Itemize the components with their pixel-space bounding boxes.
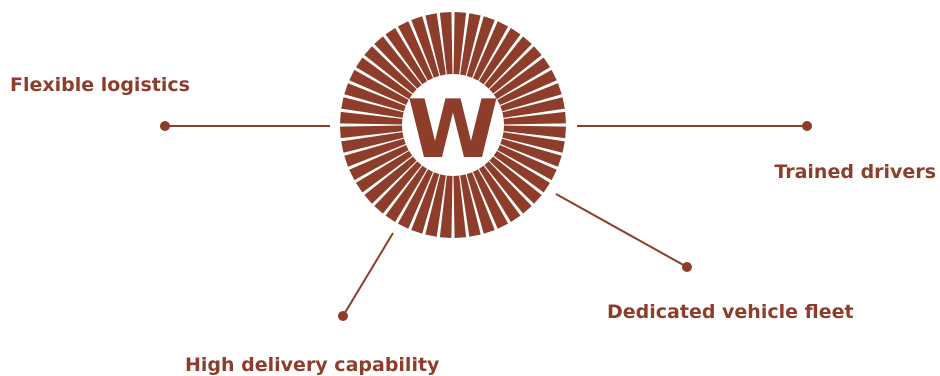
logo-ray — [502, 97, 565, 118]
logo-ray — [484, 161, 532, 214]
logo-ray — [478, 165, 521, 223]
logo-ray — [374, 36, 422, 89]
logo-ray — [355, 150, 413, 193]
feature-label: Dedicated vehicle fleet — [607, 301, 854, 323]
logo-ray — [397, 169, 434, 229]
logo-ray — [425, 174, 446, 237]
logo-ray — [340, 111, 403, 125]
logo-letter: W — [407, 83, 499, 176]
feature-label: Flexible logistics — [10, 74, 190, 96]
logo-ray — [497, 144, 557, 181]
logo-rays — [340, 12, 566, 238]
logo-ray — [489, 156, 542, 204]
connector-dot — [682, 262, 692, 272]
feature-high-delivery-capability: High delivery capability — [185, 232, 440, 376]
logo-ray — [411, 16, 440, 78]
feature-trained-drivers: Trained drivers — [577, 121, 936, 183]
logo-ray — [374, 161, 422, 214]
feature-label: Trained drivers — [774, 161, 936, 183]
logo-ray — [472, 21, 509, 81]
logo-ray — [385, 27, 428, 85]
logo-ray — [364, 156, 417, 204]
logo-ray — [460, 13, 481, 76]
logo-ray — [425, 13, 446, 76]
connector-line — [555, 193, 688, 268]
logo-ray — [484, 36, 532, 89]
logo-ray — [411, 172, 440, 234]
logo-ray — [466, 16, 495, 78]
logo-ray — [439, 12, 453, 75]
feature-label: High delivery capability — [185, 354, 440, 376]
logo-ray — [466, 172, 495, 234]
logo-ray — [493, 150, 551, 193]
logo-ray — [453, 12, 467, 75]
logo-ray — [500, 83, 562, 112]
logo-ray — [503, 125, 566, 139]
logo-ray — [349, 69, 409, 106]
logo-ray — [341, 97, 404, 118]
logo-ray — [500, 138, 562, 167]
feature-dedicated-vehicle-fleet: Dedicated vehicle fleet — [555, 193, 854, 323]
logo-ray — [355, 57, 413, 100]
logo-ray — [472, 169, 509, 229]
logo-ray — [397, 21, 434, 81]
logo-ray — [385, 165, 428, 223]
logo-ray — [497, 69, 557, 106]
feature-flexible-logistics: Flexible logistics — [10, 74, 330, 131]
logo-ray — [344, 83, 406, 112]
logo-ray — [340, 125, 403, 139]
logo-ray — [460, 174, 481, 237]
connector-line — [342, 232, 394, 317]
connector-dot — [160, 121, 170, 131]
logo-ray — [341, 132, 404, 153]
logo-ray — [453, 175, 467, 238]
logo-ray — [439, 175, 453, 238]
logo-ray — [503, 111, 566, 125]
connector-dot — [338, 311, 348, 321]
connector-dot — [802, 121, 812, 131]
logo-emblem: W — [340, 12, 566, 238]
logo-ray — [478, 27, 521, 85]
logo-ray — [344, 138, 406, 167]
logo-ray — [349, 144, 409, 181]
logo-ray — [489, 46, 542, 94]
logo-ray — [493, 57, 551, 100]
logo-ray — [364, 46, 417, 94]
logo-ray — [502, 132, 565, 153]
